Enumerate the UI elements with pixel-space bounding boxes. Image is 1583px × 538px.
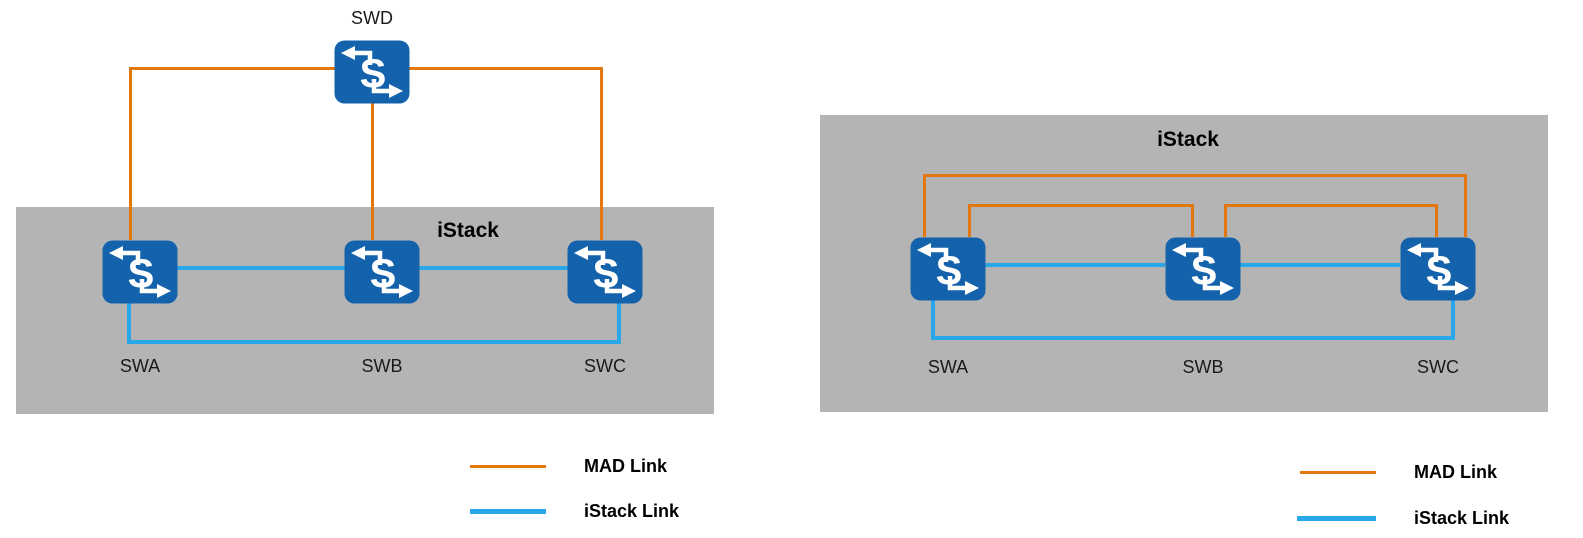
mad-link-line (1224, 204, 1438, 207)
istack-link-line (1451, 299, 1455, 340)
istack-link-line (127, 340, 621, 344)
istack-link-line (931, 299, 935, 340)
mad-link-line (129, 67, 132, 240)
legend-istack-swatch (1297, 516, 1376, 521)
legend-mad-swatch (470, 465, 546, 468)
mad-link-line (923, 174, 926, 237)
mad-link-line (968, 204, 971, 237)
istack-link-line (1239, 263, 1400, 267)
mad-link-line (129, 67, 341, 70)
legend-istack-label: iStack Link (584, 501, 680, 521)
mad-link-line (923, 174, 1467, 177)
istack-link-line (176, 266, 346, 270)
istack-link-line (931, 336, 1455, 340)
right-istack-title: iStack (1157, 128, 1219, 151)
mad-link-line (1191, 204, 1194, 237)
mad-link-line (968, 204, 1194, 207)
mad-link-line (600, 67, 603, 240)
left-istack-domain-box (16, 207, 714, 414)
left-istack-title: iStack (437, 219, 499, 242)
legend-istack-swatch (470, 509, 546, 514)
left-swc-label: SWC (584, 356, 626, 376)
legend-istack-label: iStack Link (1414, 508, 1510, 528)
istack-link-line (617, 302, 621, 344)
right-switch-swc-icon (1400, 237, 1476, 301)
switch-swd-icon (334, 40, 410, 104)
mad-link-line (406, 67, 603, 70)
left-swa-label: SWA (119, 356, 161, 376)
right-switch-swa-icon (910, 237, 986, 301)
right-switch-swb-icon (1165, 237, 1241, 301)
right-swa-label: SWA (927, 357, 969, 377)
mad-link-line (1435, 204, 1438, 237)
left-switch-swb-icon (344, 240, 420, 304)
left-swd-label: SWD (351, 8, 393, 28)
legend-mad-swatch (1300, 471, 1376, 474)
left-switch-swc-icon (567, 240, 643, 304)
right-swc-label: SWC (1417, 357, 1459, 377)
istack-link-line (984, 263, 1165, 267)
right-swb-label: SWB (1182, 357, 1224, 377)
mad-link-line (371, 102, 374, 240)
mad-link-line (1224, 204, 1227, 237)
left-switch-swa-icon (102, 240, 178, 304)
legend-mad-label: MAD Link (584, 456, 667, 476)
istack-link-line (418, 266, 569, 270)
legend-mad-label: MAD Link (1414, 462, 1497, 482)
mad-link-line (1464, 174, 1467, 237)
left-swb-label: SWB (361, 356, 403, 376)
istack-link-line (127, 302, 131, 344)
